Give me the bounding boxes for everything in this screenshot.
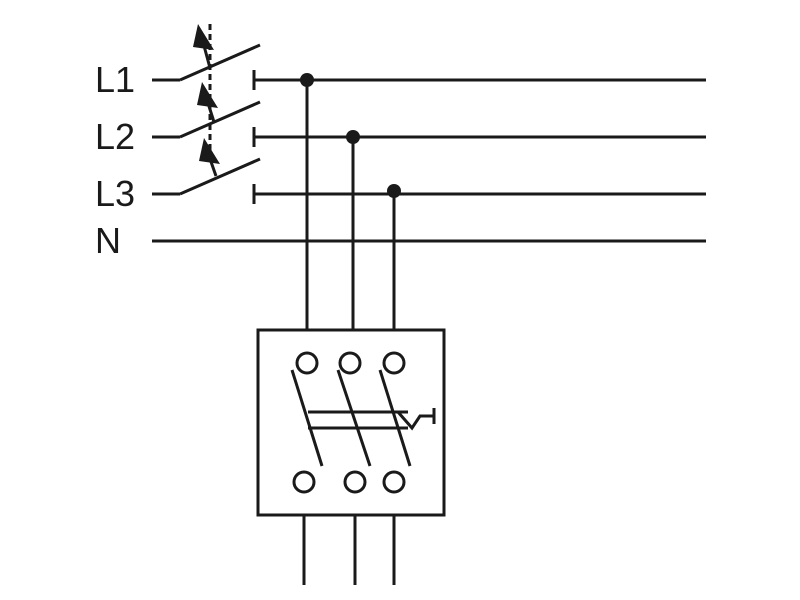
junction-dot-l3: [387, 184, 401, 198]
label-l1: L1: [95, 59, 136, 100]
switch-arrow-l1-icon: [193, 24, 214, 69]
switch-arrow-l3-icon: [199, 138, 220, 177]
label-n: N: [95, 220, 121, 261]
switch-blade-l3: [179, 157, 261, 196]
contact-blade-1: [290, 369, 324, 467]
switch-blade-l2: [179, 100, 261, 139]
terminal-top-1: [295, 351, 319, 375]
contact-blade-3: [378, 369, 412, 467]
device-housing: [256, 328, 446, 517]
conductor-l2: [152, 100, 706, 147]
switch-blade-l1: [179, 43, 261, 82]
switch-arrow-l2-icon: [197, 82, 218, 123]
junction-dot-l1: [300, 73, 314, 87]
label-l3: L3: [95, 173, 136, 214]
contact-blade-2: [336, 369, 372, 467]
terminal-top-2: [338, 351, 362, 375]
label-l2: L2: [95, 116, 136, 157]
conductor-l3: [152, 157, 706, 204]
terminal-bottom-2: [343, 470, 367, 494]
terminal-top-3: [382, 351, 406, 375]
trip-mechanism: [396, 411, 434, 431]
conductor-l1: [152, 43, 706, 90]
terminal-bottom-3: [382, 470, 406, 494]
terminal-bottom-1: [292, 470, 316, 494]
junction-dot-l2: [346, 130, 360, 144]
